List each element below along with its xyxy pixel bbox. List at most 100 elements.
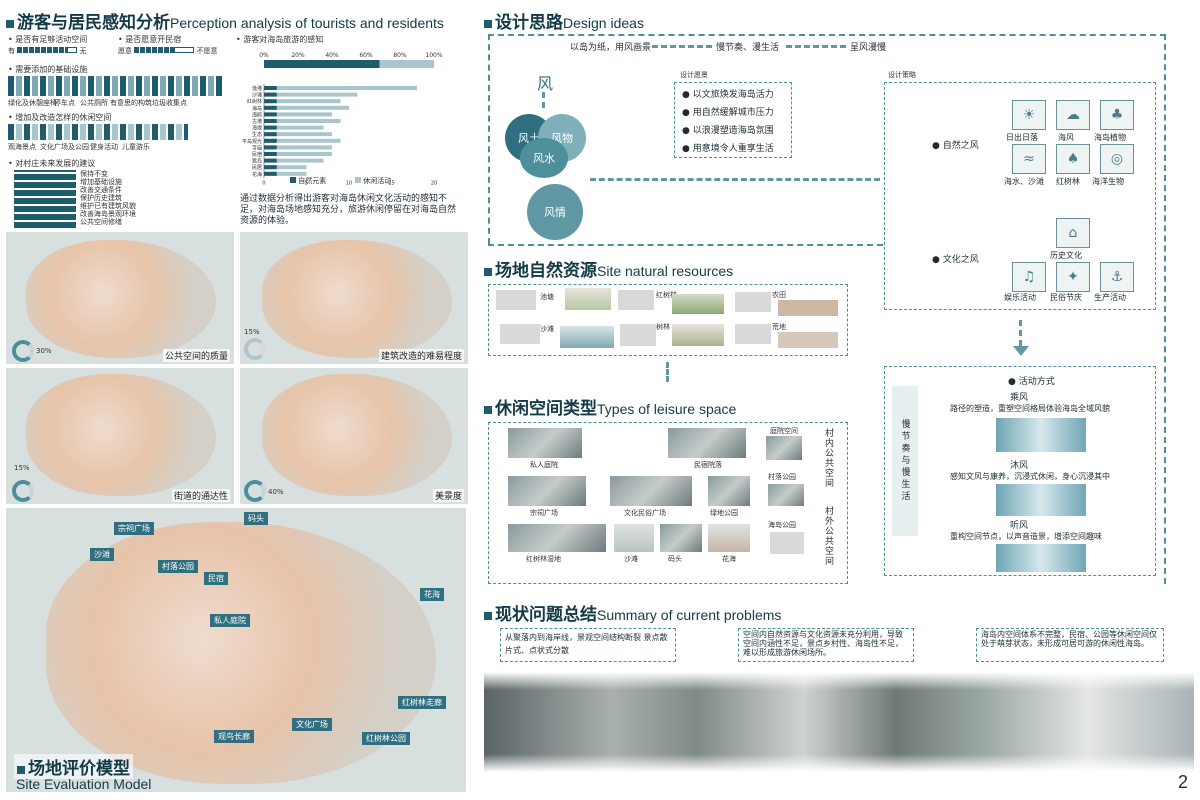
culture-3: 生产活动 — [1094, 293, 1126, 302]
lt-8-photo — [614, 524, 654, 552]
cat-label: 寺庙 — [252, 144, 262, 151]
suggest-grid — [14, 170, 76, 228]
sunrise-icon: ☀ — [1012, 100, 1046, 130]
lt-3-photo — [508, 476, 586, 506]
label-birdwatch: 观鸟长廊 — [214, 730, 254, 743]
label-courtyard: 私人庭院 — [210, 614, 250, 627]
flow-arrow-1 — [786, 45, 846, 48]
top-tick-0: 0% — [259, 52, 269, 59]
strategy-title: 设计策略 — [888, 71, 916, 79]
label-park: 村落公园 — [158, 560, 198, 573]
bar-natural — [264, 165, 277, 170]
label-inn: 民宿 — [204, 572, 228, 585]
infra-1: 停车点 — [54, 99, 75, 107]
lt-5: 绿地公园 — [710, 509, 738, 517]
activity-box — [884, 366, 1156, 576]
top-tick-3: 60% — [359, 52, 373, 59]
lt-1-photo — [668, 428, 746, 458]
cat-label: 平岛观光 — [242, 138, 262, 145]
design-frame-bottom — [488, 244, 883, 246]
problems-photo-strip — [484, 672, 1194, 772]
label-beach: 沙滩 — [90, 548, 114, 561]
bar-natural — [264, 152, 277, 156]
bar-leisure — [264, 152, 332, 156]
natural-4: 红树林 — [1056, 177, 1080, 186]
lt-9: 码头 — [668, 555, 682, 563]
beach-icon: ≈ — [1012, 144, 1046, 174]
act-0-desc: 路径的塑造，重塑空间格局体验海岛全域风貌 — [950, 404, 1110, 413]
infra-0: 绿化及休憩座椅 — [8, 99, 57, 107]
top-bar-leisure — [379, 60, 434, 68]
circle-fengqing: 风情 — [527, 184, 583, 240]
bar-leisure — [264, 119, 341, 123]
bar-leisure — [264, 171, 307, 176]
design-frame — [488, 34, 1166, 584]
bar-leisure — [264, 158, 324, 163]
res-1-photo — [672, 294, 724, 314]
res-5: 荒地 — [772, 323, 786, 331]
problem-1: 空间内自然资源与文化资源未充分利用，导致空间内涵性不足，景点乡村性、海岛性不足，… — [738, 628, 914, 662]
natural-2: 海岛植物 — [1094, 133, 1126, 142]
res-4-photo — [672, 324, 724, 346]
festival-icon: ✦ — [1056, 262, 1090, 292]
res-box — [488, 284, 848, 356]
lt-11-photo — [770, 532, 804, 554]
slow-life-label: 慢节奏与慢生活 — [892, 386, 918, 536]
lt-2: 庭院空间 — [770, 427, 798, 435]
cat-label: 海岛 — [252, 105, 262, 112]
vision-title: 设计愿景 — [680, 71, 708, 79]
q1-bar: 有 无 — [8, 47, 87, 55]
wind-main: 风 — [537, 74, 554, 93]
legend-leisure: 休闲活动 — [355, 176, 391, 186]
design-title: 设计思路Design ideas — [484, 8, 644, 33]
natural-wind: ● 自然之风 — [932, 141, 979, 151]
map-accessibility: 15%街道的通达性 — [6, 368, 234, 504]
lt-6-photo — [768, 484, 804, 506]
res-4-map — [620, 324, 656, 346]
bar-leisure — [264, 145, 332, 150]
res-5-map — [735, 324, 771, 344]
top-tick-5: 100% — [425, 52, 442, 59]
map-scenic: 40%美景度 — [240, 368, 468, 504]
bar-natural — [264, 171, 277, 176]
bar-natural — [264, 112, 277, 117]
bar-leisure — [264, 99, 341, 104]
lt-7: 红树林湿地 — [526, 555, 561, 563]
lt-8: 沙滩 — [624, 555, 638, 563]
natural-3: 海水、沙滩 — [1004, 177, 1044, 186]
natural-0: 日出日落 — [1006, 133, 1038, 142]
problem-title: 现状问题总结Summary of current problems — [484, 600, 781, 625]
bar-natural — [264, 86, 277, 90]
left-title: 游客与居民感知分析Perception analysis of tourists… — [6, 8, 444, 33]
lt-11: 海岛公园 — [768, 521, 796, 529]
bar-leisure — [264, 165, 307, 170]
res-1-map — [618, 290, 654, 310]
label-ancestral: 宗祠广场 — [114, 522, 154, 535]
res-3-photo — [560, 326, 614, 348]
bar-natural — [264, 132, 277, 137]
legend-natural: 自然元素 — [290, 176, 326, 186]
production-icon: ⚓ — [1100, 262, 1134, 292]
act-1-desc: 感知文风与康养，沉浸式休闲，身心沉浸其中 — [950, 472, 1110, 481]
cat-label: 民宿 — [252, 151, 262, 158]
vision-arrow — [590, 178, 880, 181]
q2: • 是否愿意开民宿 — [118, 35, 182, 44]
res-0-photo — [565, 288, 611, 310]
infra-4: 垃圾收集点 — [152, 99, 187, 107]
bar-leisure — [264, 86, 417, 90]
strategy-arrow — [1019, 320, 1022, 346]
leisure-1: 文化广场及公园 — [40, 143, 89, 151]
inner-public-label: 村内公共空间 — [823, 428, 833, 488]
res-2-photo — [778, 300, 838, 316]
q2-bar: 愿意 不愿意 — [118, 47, 218, 55]
lt-5-photo — [708, 476, 750, 506]
top-bar-natural — [264, 60, 380, 68]
act-2-title: 听风 — [1010, 521, 1029, 531]
lt-4-photo — [610, 476, 692, 506]
res-0: 池塘 — [540, 293, 554, 301]
vision-3: ● 用意境令人重享生活 — [682, 144, 774, 154]
history-icon: ⌂ — [1056, 218, 1090, 248]
lt-10: 花海 — [722, 555, 736, 563]
q4: • 增加及改造怎样的休闲空间 — [8, 113, 112, 122]
res-4: 树林 — [656, 323, 670, 331]
